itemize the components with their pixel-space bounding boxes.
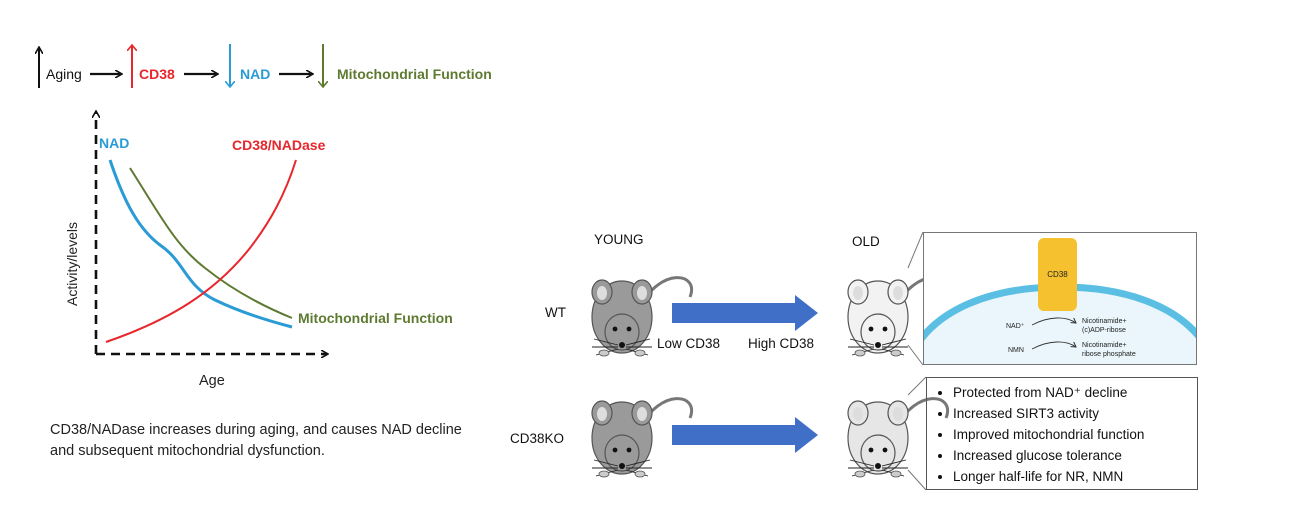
product-2a: Nicotinamide+: [1082, 342, 1127, 349]
nad-substrate: NAD⁺: [1006, 323, 1025, 330]
benefit-item: Increased SIRT3 activity: [953, 403, 1197, 424]
benefit-item: Longer half-life for NR, NMN: [953, 466, 1197, 487]
cascade-cd38: CD38: [139, 66, 175, 82]
membrane-diagram: CD38 NAD⁺ Nicotinamide+ (c)ADP-ribose NM…: [924, 238, 1196, 364]
cd38ko-label: CD38KO: [510, 431, 564, 446]
connector-top-2: [907, 344, 924, 366]
cell-interior: [924, 287, 1196, 364]
benefit-item: Improved mitochondrial function: [953, 424, 1197, 445]
product-1b: (c)ADP-ribose: [1082, 327, 1126, 334]
young-label: YOUNG: [594, 232, 644, 247]
cd38-protein-label: CD38: [1047, 270, 1068, 279]
high-cd38-label: High CD38: [748, 336, 814, 351]
benefit-item: Increased glucose tolerance: [953, 445, 1197, 466]
benefits-list: Protected from NAD⁺ decline Increased SI…: [927, 382, 1197, 487]
product-2b: ribose phosphate: [1082, 351, 1136, 358]
connector-bottom-2: [907, 469, 927, 491]
reaction-arrow-1: [1031, 317, 1076, 326]
cd38-protein: [1038, 238, 1077, 311]
caption-line-2: and subsequent mitochondrial dysfunction…: [50, 443, 325, 459]
y-axis-label: Activity/levels: [64, 222, 80, 306]
cd38ko-benefits-box: Protected from NAD⁺ decline Increased SI…: [926, 377, 1198, 490]
cascade-nad: NAD: [240, 66, 270, 82]
x-axis-label: Age: [199, 373, 225, 389]
mito-curve: [129, 167, 293, 319]
graph-cd38-label: CD38/NADase: [232, 137, 326, 153]
benefit-item: Protected from NAD⁺ decline: [953, 382, 1197, 403]
wt-aging-arrow: [672, 295, 818, 331]
product-1a: Nicotinamide+: [1082, 318, 1127, 325]
connector-bottom-1: [907, 376, 927, 396]
cascade-aging: Aging: [46, 66, 82, 82]
nad-curve: [108, 159, 293, 329]
cascade-mito: Mitochondrial Function: [337, 66, 492, 82]
figure-caption: CD38/NADase increases during aging, and …: [50, 420, 462, 462]
caption-line-1: CD38/NADase increases during aging, and …: [50, 422, 462, 438]
old-label: OLD: [852, 234, 880, 249]
connector-top-1: [907, 231, 924, 269]
reaction-arrow-2: [1031, 341, 1076, 350]
low-cd38-label: Low CD38: [657, 336, 720, 351]
nmn-substrate: NMN: [1008, 347, 1024, 354]
cd38-membrane-panel: CD38 NAD⁺ Nicotinamide+ (c)ADP-ribose NM…: [923, 232, 1197, 365]
wt-label: WT: [545, 305, 566, 320]
graph-nad-label: NAD: [99, 135, 129, 151]
graph-mito-label: Mitochondrial Function: [298, 310, 453, 326]
cd38-curve: [105, 159, 297, 343]
ko-aging-arrow: [672, 417, 818, 453]
